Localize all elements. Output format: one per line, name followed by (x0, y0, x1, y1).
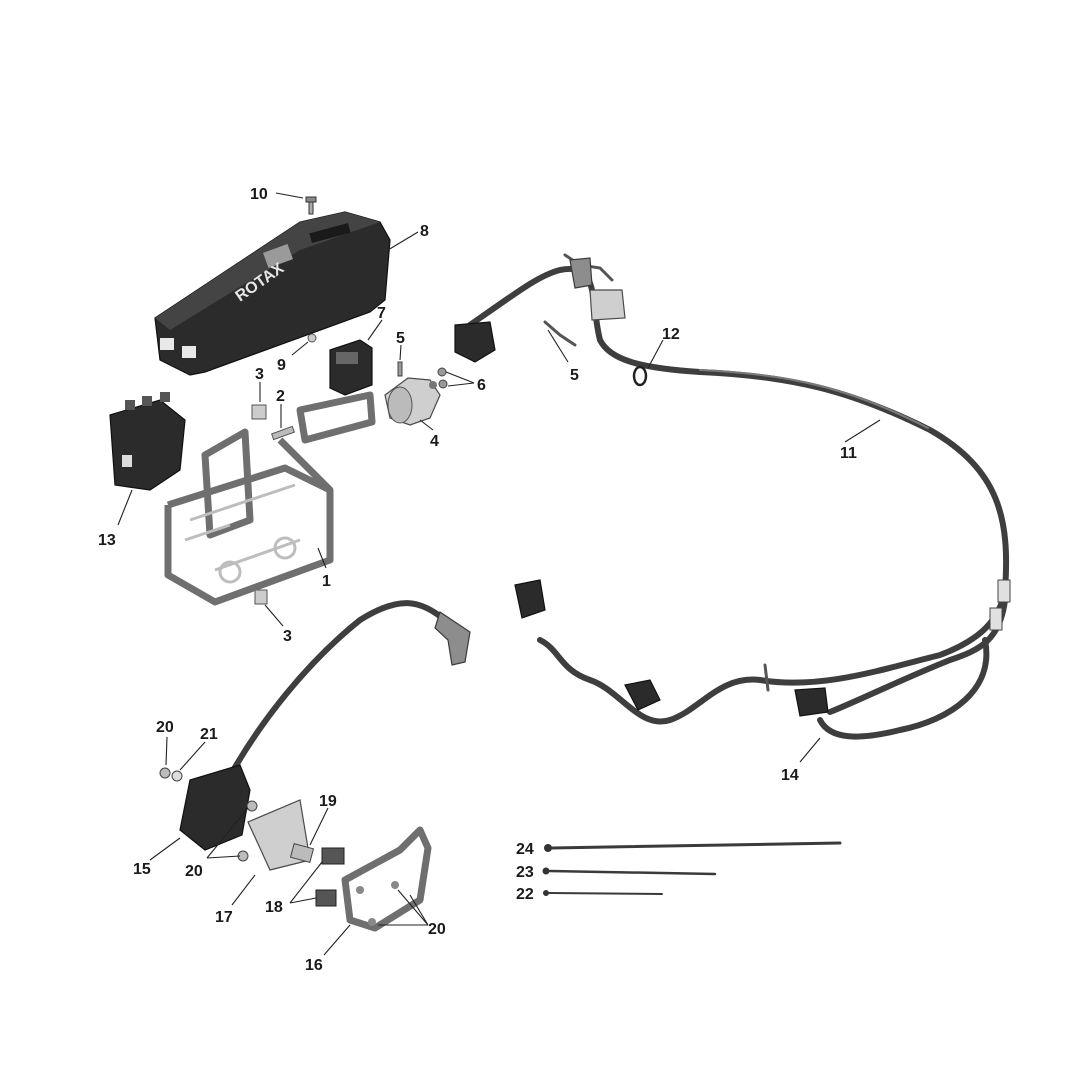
callout-21: 21 (200, 726, 218, 743)
washer-part-21 (171, 770, 183, 782)
callout-20-middle: 20 (185, 863, 203, 880)
callout-22: 22 (516, 886, 534, 903)
callout-16: 16 (305, 957, 323, 974)
callout-20-top: 20 (156, 719, 174, 736)
screw-part-10 (305, 196, 317, 215)
ignition-coil-part-15 (179, 764, 251, 851)
bracket-part-1 (164, 391, 376, 606)
callout-23: 23 (516, 864, 534, 881)
nut-part-20-top (159, 767, 171, 779)
cover-part-8: ROTAX (154, 211, 391, 376)
callout-labels: 10 8 7 9 5 6 4 3 2 13 1 3 12 5 11 14 20 … (98, 186, 857, 974)
spark-plug-cable (222, 600, 471, 788)
callout-19: 19 (319, 793, 337, 810)
nuts-part-6 (437, 367, 448, 389)
callout-10: 10 (250, 186, 268, 203)
callout-7: 7 (377, 305, 386, 322)
callout-6: 6 (477, 377, 486, 394)
bracket-part-16 (341, 826, 432, 932)
callout-9: 9 (277, 357, 286, 374)
leader-lines (117, 192, 881, 956)
callout-17: 17 (215, 909, 233, 926)
callout-3-bottom: 3 (283, 628, 292, 645)
cable-tie-part-22 (543, 890, 663, 896)
nut-part-20-coil-a (246, 800, 258, 812)
relay-part-4 (384, 377, 441, 426)
callout-3-top: 3 (255, 366, 264, 383)
callout-2: 2 (276, 388, 285, 405)
switch-part-7 (329, 339, 373, 396)
cable-tie-part-23 (542, 867, 717, 876)
callout-8: 8 (420, 223, 429, 240)
connector-part-13 (109, 392, 186, 491)
callout-18: 18 (265, 899, 283, 916)
callout-15: 15 (133, 861, 151, 878)
callout-20-bottom: 20 (428, 921, 446, 938)
callout-4: 4 (430, 433, 439, 450)
callout-1: 1 (322, 573, 331, 590)
rubber-mounts-part-18 (315, 847, 345, 907)
callout-5-harness: 5 (570, 367, 579, 384)
pin-part-9 (307, 333, 317, 343)
cable-tie-part-24 (544, 841, 842, 852)
callout-13: 13 (98, 532, 116, 549)
bolt-part-2 (270, 425, 296, 441)
clip-part-12 (632, 365, 648, 387)
harness-part-11 (454, 253, 1011, 740)
callout-11: 11 (840, 445, 857, 462)
clip-part-3-top (251, 404, 267, 420)
callout-5-top: 5 (396, 330, 405, 347)
spacer-part-19 (289, 843, 315, 863)
screw-part-5 (397, 361, 403, 377)
callout-14: 14 (781, 767, 799, 784)
clip-part-3-bottom (254, 589, 268, 605)
callout-12: 12 (662, 326, 680, 343)
callout-24: 24 (516, 841, 534, 858)
